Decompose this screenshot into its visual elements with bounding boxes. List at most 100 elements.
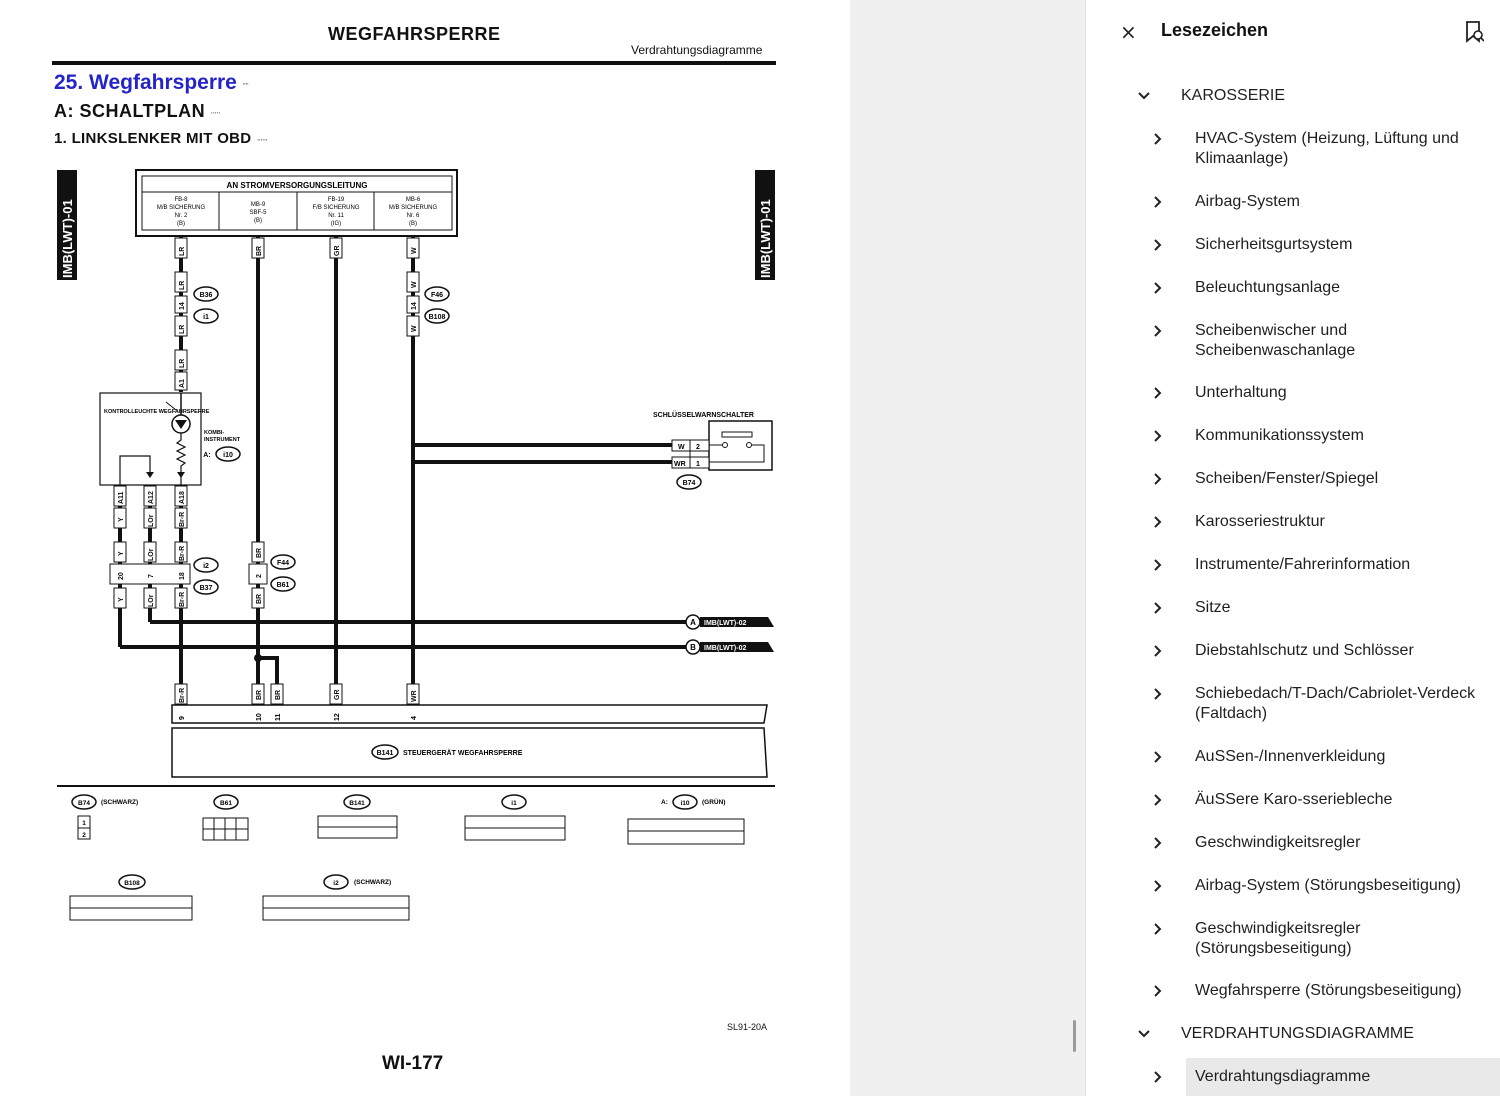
svg-text:B: B bbox=[690, 643, 696, 652]
svg-text:A12: A12 bbox=[148, 491, 155, 504]
chevron-down-icon[interactable] bbox=[1137, 89, 1151, 103]
ref-a: A IMB(LWT)-02 bbox=[685, 614, 774, 630]
bookmark-item[interactable]: Diebstahlschutz und Schlösser bbox=[1195, 641, 1414, 661]
svg-text:i2: i2 bbox=[333, 880, 339, 887]
bookmark-label: Verdrahtungsdiagramme bbox=[1195, 1068, 1371, 1085]
svg-text:B141: B141 bbox=[377, 750, 394, 757]
svg-text:4: 4 bbox=[411, 716, 418, 720]
svg-text:B108: B108 bbox=[429, 314, 446, 321]
bookmark-item[interactable]: Karosseriestruktur bbox=[1195, 512, 1325, 532]
svg-text:(SCHWARZ): (SCHWARZ) bbox=[101, 799, 138, 806]
bookmark-label-line2: Klimaanlage) bbox=[1195, 150, 1289, 167]
svg-text:B141: B141 bbox=[349, 800, 365, 807]
bookmark-item[interactable]: Unterhaltung bbox=[1195, 383, 1287, 403]
chevron-right-icon[interactable] bbox=[1151, 687, 1165, 701]
svg-text:i10: i10 bbox=[223, 452, 233, 459]
svg-text:W: W bbox=[411, 247, 418, 254]
svg-text:LOr: LOr bbox=[148, 548, 155, 561]
svg-text:A: A bbox=[690, 618, 696, 627]
immobilizer-ecu: 9 10 11 12 4 B141 STEUERGERÄT WEGFAHRSPE… bbox=[171, 704, 768, 778]
bookmark-label-line2: (Störungsbeseitigung) bbox=[1195, 940, 1352, 957]
svg-text:Y: Y bbox=[118, 551, 125, 556]
svg-text:A11: A11 bbox=[118, 491, 125, 504]
svg-text:BR: BR bbox=[256, 548, 263, 558]
chevron-right-icon[interactable] bbox=[1151, 793, 1165, 807]
bookmark-item[interactable]: Airbag-System bbox=[1195, 192, 1300, 212]
svg-text:Br-R: Br-R bbox=[179, 512, 186, 527]
svg-text:i1: i1 bbox=[511, 800, 517, 807]
bookmark-label: Geschwindigkeitsregler bbox=[1195, 920, 1361, 937]
bookmark-item[interactable]: KAROSSERIE bbox=[1181, 86, 1285, 106]
bookmark-item[interactable]: Scheiben/Fenster/Spiegel bbox=[1195, 469, 1378, 489]
chevron-right-icon[interactable] bbox=[1151, 558, 1165, 572]
chevron-right-icon[interactable] bbox=[1151, 132, 1165, 146]
bookmark-search-icon[interactable] bbox=[1464, 21, 1484, 43]
bookmark-label: Karosseriestruktur bbox=[1195, 513, 1325, 530]
power-supply-box: AN STROMVERSORGUNGSLEITUNG FB-8 M/B SICH… bbox=[135, 169, 458, 237]
svg-text:A:: A: bbox=[203, 452, 210, 459]
chevron-right-icon[interactable] bbox=[1151, 238, 1165, 252]
bookmark-item[interactable]: Verdrahtungsdiagramme bbox=[1195, 1067, 1370, 1087]
wires bbox=[118, 236, 690, 708]
selected-highlight bbox=[1186, 1058, 1500, 1096]
wire-tags: LR LR 14 LR LR A1 BR GR W W 14 W A11 A12… bbox=[109, 237, 420, 705]
chevron-right-icon[interactable] bbox=[1151, 386, 1165, 400]
section-title: 25. Wegfahrsperre▪▪▪▪ bbox=[54, 71, 249, 95]
chevron-right-icon[interactable] bbox=[1151, 879, 1165, 893]
chevron-right-icon[interactable] bbox=[1151, 429, 1165, 443]
secondary-scrollbar[interactable] bbox=[1073, 1020, 1076, 1052]
bookmark-item[interactable]: Instrumente/Fahrerinformation bbox=[1195, 555, 1410, 575]
subsubsection-title: 1. LINKSLENKER MIT OBD▪▪▪▪▪▪ bbox=[54, 130, 268, 147]
bookmark-item[interactable]: Wegfahrsperre (Störungsbeseitigung) bbox=[1195, 981, 1462, 1001]
chevron-right-icon[interactable] bbox=[1151, 324, 1165, 338]
chevron-right-icon[interactable] bbox=[1151, 922, 1165, 936]
close-icon[interactable]: × bbox=[1120, 20, 1137, 44]
bookmark-item[interactable]: VERDRAHTUNGSDIAGRAMME bbox=[1181, 1024, 1414, 1044]
chevron-right-icon[interactable] bbox=[1151, 601, 1165, 615]
chevron-right-icon[interactable] bbox=[1151, 750, 1165, 764]
chevron-right-icon[interactable] bbox=[1151, 195, 1165, 209]
bookmark-item[interactable]: Sitze bbox=[1195, 598, 1231, 618]
svg-text:LR: LR bbox=[179, 359, 186, 368]
bookmark-item[interactable]: AuSSen-/Innenverkleidung bbox=[1195, 747, 1385, 767]
bookmark-label: Unterhaltung bbox=[1195, 384, 1287, 401]
bookmark-item[interactable]: Beleuchtungsanlage bbox=[1195, 278, 1340, 298]
wiring-diagram: IMB(LWT)-01 IMB(LWT)-01 AN STROMVERSORGU… bbox=[57, 169, 775, 921]
chevron-right-icon[interactable] bbox=[1151, 472, 1165, 486]
chevron-right-icon[interactable] bbox=[1151, 1070, 1165, 1084]
key-warning-switch: SCHLÜSSELWARNSCHALTER W WR 2 1 bbox=[653, 410, 773, 471]
svg-text:9: 9 bbox=[179, 716, 186, 720]
bookmark-item[interactable]: Airbag-System (Störungsbeseitigung) bbox=[1195, 876, 1461, 896]
bookmark-item[interactable]: ÄuSSere Karo-sseriebleche bbox=[1195, 790, 1392, 810]
chevron-right-icon[interactable] bbox=[1151, 836, 1165, 850]
bookmark-item[interactable]: Geschwindigkeitsregler (Störungsbeseitigu… bbox=[1195, 919, 1360, 959]
fuse-4-l4: (B) bbox=[409, 221, 417, 227]
bookmark-label: Kommunikationssystem bbox=[1195, 427, 1364, 444]
svg-text:B74: B74 bbox=[78, 800, 90, 807]
fuse-2-l2: SBF-5 bbox=[249, 210, 267, 216]
bookmark-label: Sicherheitsgurtsystem bbox=[1195, 236, 1353, 253]
svg-text:STEUERGERÄT WEGFAHRSPERRE: STEUERGERÄT WEGFAHRSPERRE bbox=[403, 749, 523, 757]
fuse-3-l3: Nr. 11 bbox=[328, 213, 344, 219]
connector-bubbles: B36 i1 F46 B108 i2 B37 F44 B61 B74 i10 A… bbox=[193, 286, 702, 595]
svg-text:i10: i10 bbox=[680, 800, 689, 807]
svg-text:LR: LR bbox=[179, 325, 186, 334]
svg-text:A:: A: bbox=[661, 799, 668, 806]
bookmark-item[interactable]: Schiebedach/T-Dach/Cabriolet-Verdeck(Fal… bbox=[1195, 684, 1475, 724]
pdf-page: WEGFAHRSPERRE Verdrahtungsdiagramme 25. … bbox=[0, 0, 850, 1096]
chevron-right-icon[interactable] bbox=[1151, 984, 1165, 998]
svg-text:KOMBI-: KOMBI- bbox=[204, 430, 224, 436]
chevron-right-icon[interactable] bbox=[1151, 644, 1165, 658]
chevron-down-icon[interactable] bbox=[1137, 1027, 1151, 1041]
bookmark-item[interactable]: Sicherheitsgurtsystem bbox=[1195, 235, 1352, 255]
subsection-code: ▪▪▪▪▪ bbox=[211, 109, 221, 115]
bookmark-label: ÄuSSere Karo-sseriebleche bbox=[1195, 791, 1393, 808]
bookmark-item[interactable]: Geschwindigkeitsregler bbox=[1195, 833, 1360, 853]
bookmark-item[interactable]: Kommunikationssystem bbox=[1195, 426, 1364, 446]
chevron-right-icon[interactable] bbox=[1151, 281, 1165, 295]
page-number: WI-177 bbox=[382, 1053, 444, 1074]
svg-text:KONTROLLEUCHTE WEGFAHRSPERRE: KONTROLLEUCHTE WEGFAHRSPERRE bbox=[104, 409, 210, 415]
chevron-right-icon[interactable] bbox=[1151, 515, 1165, 529]
